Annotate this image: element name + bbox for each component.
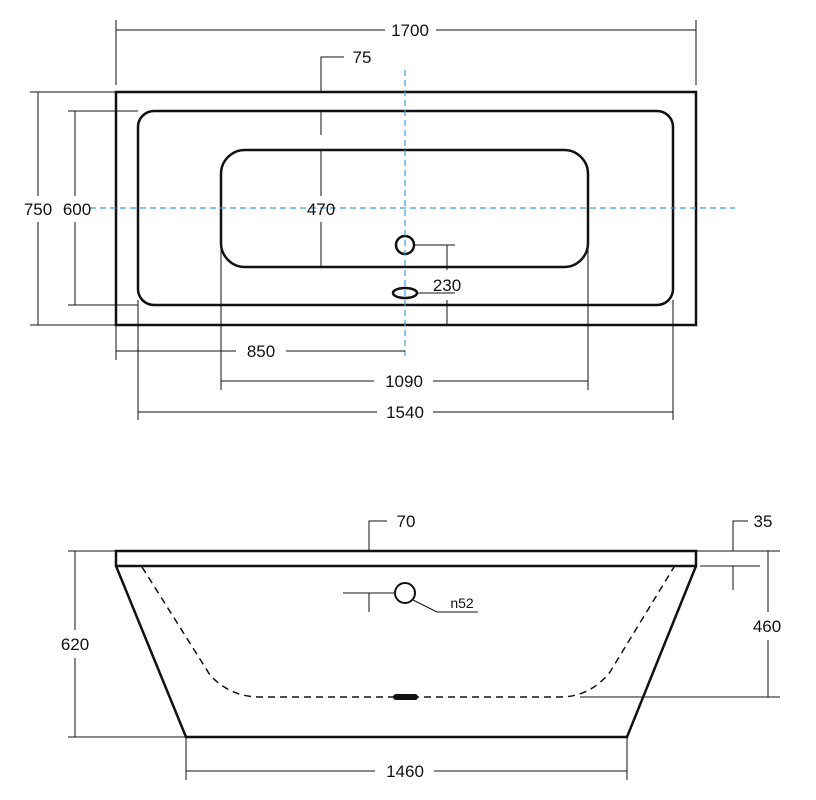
dim-n52-label: n52 bbox=[450, 595, 474, 611]
dim-460-lines bbox=[580, 550, 780, 698]
dim-600-label: 600 bbox=[63, 200, 91, 219]
dim-1090-label: 1090 bbox=[385, 372, 423, 391]
dim-460-label: 460 bbox=[753, 617, 781, 636]
top-view bbox=[30, 20, 735, 420]
dim-70-label: 70 bbox=[397, 512, 416, 531]
dim-1090-lines bbox=[220, 240, 589, 390]
dim-850-label: 850 bbox=[247, 342, 275, 361]
dim-75-lines bbox=[320, 56, 344, 135]
dim-35-label: 35 bbox=[754, 512, 773, 531]
dim-620-lines bbox=[68, 550, 186, 738]
dim-75-label: 75 bbox=[353, 48, 372, 67]
dim-230-label: 230 bbox=[433, 276, 461, 295]
dim-n52-lines bbox=[343, 592, 478, 613]
dim-1460-label: 1460 bbox=[386, 762, 424, 781]
side-rim bbox=[114, 549, 698, 568]
dim-850-lines bbox=[115, 325, 405, 360]
dim-620-label: 620 bbox=[61, 635, 89, 654]
dim-1700-lines bbox=[115, 20, 697, 85]
dim-35-lines bbox=[700, 520, 760, 590]
dim-1540-lines bbox=[137, 300, 674, 420]
dim-750-lines bbox=[30, 91, 116, 326]
side-body bbox=[114, 565, 698, 739]
dim-1460-lines bbox=[185, 737, 628, 780]
dim-750-label: 750 bbox=[24, 200, 52, 219]
side-view bbox=[68, 520, 780, 780]
dim-70-lines bbox=[368, 520, 387, 551]
dim-1540-label: 1540 bbox=[386, 403, 424, 422]
dim-230-lines bbox=[414, 244, 455, 325]
dim-1700-label: 1700 bbox=[391, 21, 429, 40]
side-overflow bbox=[394, 582, 416, 604]
dim-600-lines bbox=[68, 110, 138, 306]
dim-470-label: 470 bbox=[307, 200, 335, 219]
inner-contour bbox=[141, 566, 675, 698]
side-drain bbox=[393, 694, 418, 700]
